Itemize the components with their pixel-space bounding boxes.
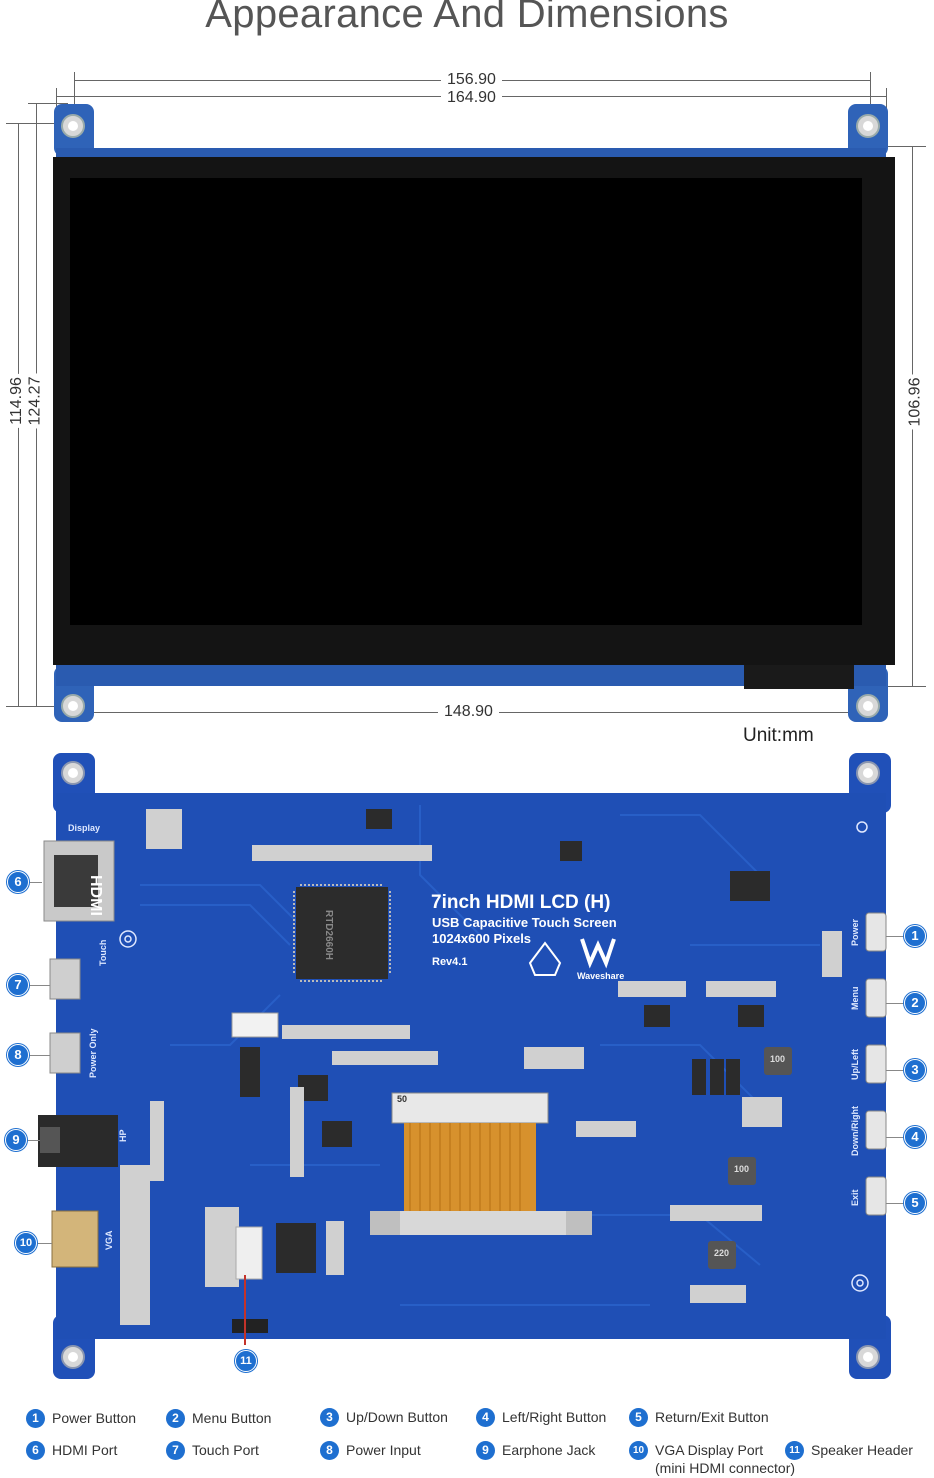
callout-2: 2: [904, 992, 926, 1014]
pcb-drawing: [38, 753, 891, 1379]
page-title: Appearance And Dimensions: [205, 0, 729, 36]
callout-11: 11: [235, 1350, 257, 1372]
chip-label: RTD2660H: [323, 910, 334, 961]
callout-9: 9: [5, 1129, 27, 1151]
silk-menu: Menu: [850, 986, 860, 1011]
fpc-label: 50: [397, 1094, 408, 1104]
silk-down-right: Down/Right: [850, 1106, 860, 1156]
callout-6: 6: [7, 871, 29, 893]
callout-7: 7: [7, 974, 29, 996]
inductor-label-c: 220: [714, 1248, 730, 1258]
board-product-name: 7inch HDMI LCD (H): [431, 892, 611, 913]
silk-up-left: Up/Left: [850, 1049, 860, 1080]
dim-bottom: 148.90: [438, 703, 499, 721]
inductor-label-b: 100: [734, 1164, 750, 1174]
callout-5: 5: [904, 1192, 926, 1214]
silk-touch: Touch: [98, 939, 108, 966]
callout-10: 10: [15, 1232, 37, 1254]
silk-power-only: Power Only: [88, 1028, 98, 1078]
legend-item-10: 10 VGA Display Port(mini HDMI connector): [629, 1441, 795, 1476]
unit-label: Unit:mm: [743, 725, 814, 746]
dim-top-inner: 156.90: [441, 71, 502, 89]
silk-hdmi: HDMI: [87, 875, 104, 916]
inductor-label-a: 100: [770, 1054, 786, 1064]
silk-display: Display: [68, 823, 101, 833]
silk-power: Power: [850, 918, 860, 946]
board-rev: Rev4.1: [432, 956, 468, 968]
dim-top-outer: 164.90: [441, 89, 502, 107]
callout-1: 1: [904, 925, 926, 947]
silk-hp: HP: [118, 1129, 128, 1142]
board-brand: Waveshare: [577, 971, 625, 981]
front-panel-drawing: [53, 104, 895, 722]
callout-4: 4: [904, 1126, 926, 1148]
callout-8: 8: [7, 1044, 29, 1066]
callout-3: 3: [904, 1059, 926, 1081]
board-line2: 1024x600 Pixels: [432, 931, 532, 946]
silk-exit: Exit: [850, 1189, 860, 1206]
board-line1: USB Capacitive Touch Screen: [432, 915, 617, 930]
silk-vga: VGA: [104, 1230, 114, 1250]
